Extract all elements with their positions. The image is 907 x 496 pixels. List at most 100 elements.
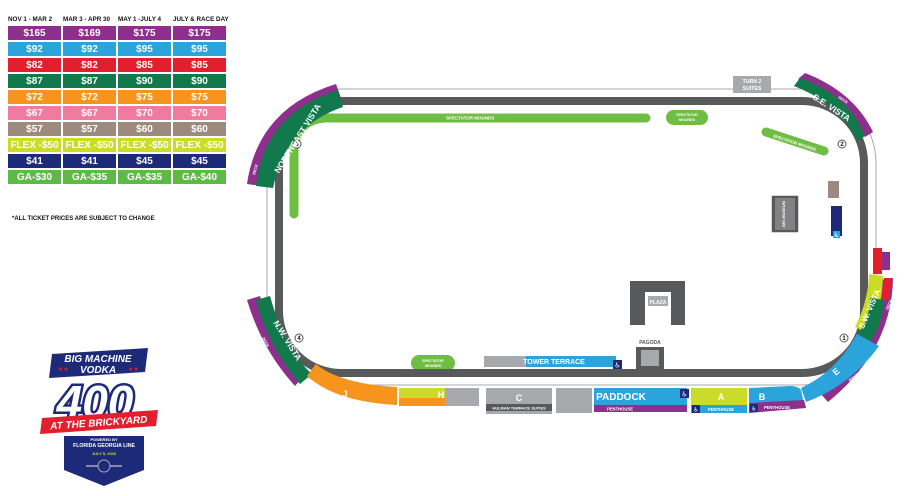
- deck-southeast[interactable]: [798, 73, 873, 137]
- section-sw-flex[interactable]: [855, 274, 883, 334]
- section-se-vista[interactable]: [794, 78, 865, 141]
- price-cell: GA-$40: [173, 170, 226, 184]
- accessible-icon-a: [692, 405, 700, 413]
- penthouse-label-paddock: PENTHOUSE: [607, 407, 633, 412]
- deck-label-ne: DECK: [252, 164, 259, 176]
- turn-4-label: 4: [297, 336, 301, 342]
- price-cell: $75: [118, 90, 171, 104]
- section-sw-red[interactable]: [881, 278, 892, 300]
- section-a-penthouse[interactable]: [691, 405, 747, 413]
- price-row: $41$41$45$45: [8, 154, 228, 168]
- price-cell: $82: [63, 58, 116, 72]
- price-cell: $57: [63, 122, 116, 136]
- price-row: $82$82$85$85: [8, 58, 228, 72]
- section-sw-vista[interactable]: [858, 298, 884, 342]
- price-cell: $72: [63, 90, 116, 104]
- price-cell: $70: [173, 106, 226, 120]
- price-cell: $95: [118, 42, 171, 56]
- spectator-mound-turn2[interactable]: [761, 127, 829, 156]
- price-cell: GA-$35: [118, 170, 171, 184]
- price-cell: $165: [8, 26, 61, 40]
- turn-2-marker: [837, 139, 847, 149]
- spectator-mound-north[interactable]: [289, 113, 651, 219]
- race-track: [275, 97, 868, 377]
- section-j[interactable]: [307, 364, 397, 405]
- price-row: $72$72$75$75: [8, 90, 228, 104]
- price-cell: $60: [118, 122, 171, 136]
- section-paddock-label: PADDOCK: [596, 392, 647, 403]
- price-cell: $95: [173, 42, 226, 56]
- section-paddock-grey[interactable]: [556, 388, 592, 413]
- price-cell: $87: [63, 74, 116, 88]
- accessible-icon-paddock: [680, 389, 689, 398]
- section-sw-top-purple[interactable]: [882, 252, 890, 270]
- wheelchair-icon: ♿: [834, 232, 839, 239]
- price-cell: $82: [8, 58, 61, 72]
- price-cell: FLEX -$50: [63, 138, 116, 152]
- turn-1-label: 1: [842, 336, 846, 342]
- museum-label: IMS MUSEUM: [781, 200, 786, 227]
- price-cell: $75: [173, 90, 226, 104]
- spectator-mound-ne-label2: MOUNDS: [679, 118, 696, 122]
- section-tower-terrace[interactable]: [484, 356, 616, 367]
- pagoda-label: PAGODA: [639, 340, 661, 346]
- section-a-label: A: [718, 392, 725, 402]
- price-cell: $85: [173, 58, 226, 72]
- turn-3-label: 3: [295, 142, 299, 148]
- price-disclaimer: *ALL TICKET PRICES ARE SUBJECT TO CHANGE: [12, 216, 155, 222]
- plaza-label-box: [648, 296, 668, 306]
- wheelchair-icon-terrace: ♿: [614, 362, 620, 370]
- price-cell: $72: [8, 90, 61, 104]
- section-turn2-suites[interactable]: [733, 76, 771, 93]
- section-turn1-suites-brown[interactable]: [828, 181, 839, 198]
- ims-museum[interactable]: [770, 194, 800, 234]
- tower-terrace-grey: [484, 356, 526, 367]
- price-cell: $67: [63, 106, 116, 120]
- spectator-mound-sw[interactable]: [411, 355, 455, 371]
- deck-label-se: DECK: [837, 95, 848, 104]
- price-row: $87$87$90$90: [8, 74, 228, 88]
- spectator-mound-sw-label2: MOUNDS: [425, 364, 442, 368]
- hulman-terrace-label: HULMAN TERRACE SUITES: [492, 406, 546, 411]
- price-cell: $45: [173, 154, 226, 168]
- museum-inner: [775, 198, 795, 230]
- price-cell: $57: [8, 122, 61, 136]
- turn-3-marker: [292, 139, 302, 149]
- section-h-flex[interactable]: [399, 388, 445, 398]
- section-sw-top-red[interactable]: [873, 248, 882, 274]
- paddock-penthouse[interactable]: [594, 405, 687, 412]
- plaza-label: PLAZA: [650, 300, 667, 306]
- price-cell: $45: [118, 154, 171, 168]
- section-northeast-vista[interactable]: [256, 90, 343, 188]
- section-a[interactable]: [691, 388, 747, 405]
- section-e-label: E: [831, 366, 842, 378]
- section-e[interactable]: [801, 334, 879, 402]
- price-row: $57$57$60$60: [8, 122, 228, 136]
- section-nw-vista[interactable]: [256, 296, 312, 384]
- period-header-4: JULY & RACE DAY: [173, 16, 229, 23]
- deck-label-nw: DECK: [261, 337, 270, 349]
- accessible-icon-terrace: [613, 360, 622, 369]
- accessible-icon-b: [750, 404, 758, 412]
- section-turn1-suites-blue[interactable]: [831, 206, 842, 236]
- price-cell: $41: [63, 154, 116, 168]
- turn2-suites-label2: SUITES: [743, 86, 762, 92]
- penthouse-label-a: PENTHOUSE: [708, 407, 734, 412]
- section-h-orange[interactable]: [399, 398, 445, 406]
- spectator-mound-sw-label: SPECTATOR: [422, 359, 444, 363]
- deck-label-sw: DECK: [885, 299, 893, 311]
- price-cell: $169: [63, 26, 116, 40]
- price-cell: $60: [173, 122, 226, 136]
- section-paddock[interactable]: [594, 388, 687, 405]
- price-cell: FLEX -$50: [118, 138, 171, 152]
- price-cell: GA-$35: [63, 170, 116, 184]
- spectator-mound-ne[interactable]: [666, 110, 708, 125]
- turn-1-marker: [839, 333, 849, 343]
- price-cell: $92: [8, 42, 61, 56]
- section-b-penthouse[interactable]: [749, 400, 806, 413]
- turn-2-label: 2: [840, 142, 844, 148]
- price-cell: GA-$30: [8, 170, 61, 184]
- track-outer-wall: [266, 88, 877, 386]
